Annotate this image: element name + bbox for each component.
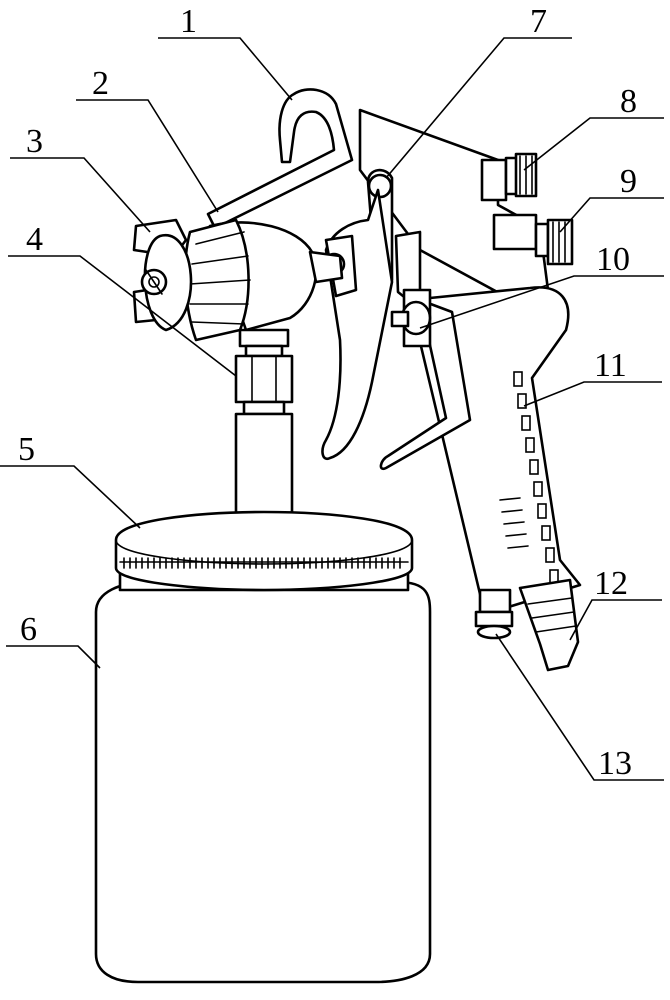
callout-3: 3 <box>26 123 43 160</box>
finger-rest <box>379 298 472 471</box>
air-inlet-fitting <box>518 578 580 672</box>
paint-connector <box>234 328 294 536</box>
callout-11: 11 <box>594 347 627 384</box>
trigger <box>321 188 394 461</box>
nozzle-tip-body <box>308 250 344 284</box>
retaining-ring <box>183 218 251 342</box>
callout-1: 1 <box>180 3 197 40</box>
callout-4: 4 <box>26 221 43 258</box>
leader-lines <box>0 37 664 781</box>
air-adjust-knob <box>492 213 574 266</box>
air-cap <box>132 218 193 332</box>
callout-7: 7 <box>530 3 547 40</box>
callout-2: 2 <box>92 65 109 102</box>
callout-10: 10 <box>596 241 630 278</box>
callout-labels: 1 2 3 4 5 6 7 8 9 10 11 12 13 <box>18 3 637 782</box>
callout-8: 8 <box>620 83 637 120</box>
callout-13: 13 <box>598 745 632 782</box>
callout-9: 9 <box>620 163 637 200</box>
trigger-pivot-pin <box>367 173 393 199</box>
cup-lid <box>114 510 414 592</box>
bottom-valve-screw <box>474 588 514 640</box>
lid-knurl-teeth <box>123 557 401 569</box>
handle-grip-slots <box>499 371 559 585</box>
paint-cup <box>94 580 432 984</box>
callout-12: 12 <box>594 565 628 602</box>
needle-adjust-screw <box>390 288 432 348</box>
callout-6: 6 <box>20 611 37 648</box>
callout-5: 5 <box>18 431 35 468</box>
fluid-adjust-knob <box>480 152 538 202</box>
hanging-hook <box>206 88 354 230</box>
